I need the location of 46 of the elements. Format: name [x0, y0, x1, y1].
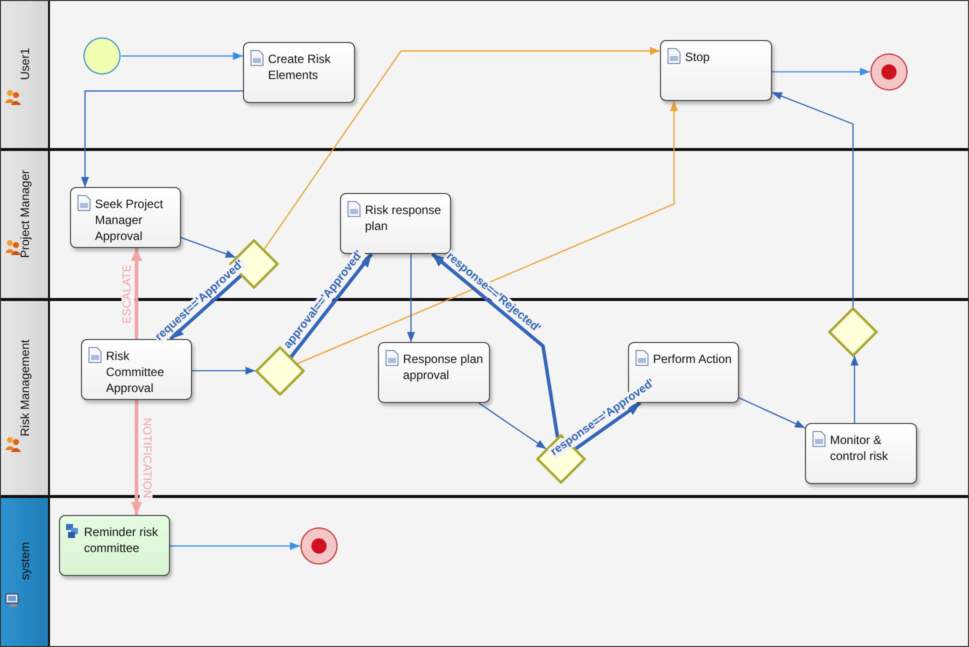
- task-label: Seek Project Manager Approval: [95, 196, 164, 244]
- arrow: [192, 366, 256, 375]
- arrow: [407, 254, 415, 342]
- task-box: [243, 42, 355, 103]
- arrow: [297, 101, 678, 364]
- arrow: [290, 252, 373, 358]
- lane-label: User1: [18, 48, 32, 80]
- end-event-circle: [300, 527, 338, 565]
- arrow: [478, 402, 546, 450]
- arrow: [170, 542, 300, 550]
- task-box: [81, 339, 192, 400]
- edge-label: NOTIFICATION: [139, 416, 152, 499]
- task-label: Risk response plan: [365, 202, 442, 234]
- arrow: [850, 356, 858, 423]
- task-box: [59, 515, 170, 576]
- arrow: [772, 68, 870, 76]
- arrow: [431, 252, 560, 438]
- task-label: Monitor & control risk: [830, 432, 890, 464]
- task-label: Reminder risk committee: [84, 524, 160, 556]
- task-label: Stop: [685, 49, 711, 65]
- task-label: Risk Committee Approval: [106, 348, 166, 396]
- task-box: [70, 187, 181, 248]
- lane-label: Project Manager: [18, 170, 32, 258]
- task-box: [660, 40, 772, 101]
- arrow: [121, 52, 243, 60]
- task-box: [805, 423, 917, 484]
- swimlane: [1, 1, 968, 151]
- task-box: [378, 342, 490, 403]
- lane-label: Risk Management: [18, 339, 32, 436]
- task-label: Create Risk Elements: [268, 51, 332, 83]
- arrow: [169, 274, 242, 340]
- arrow: [81, 90, 243, 187]
- start-event-circle: [83, 37, 121, 75]
- task-label: Response plan approval: [403, 351, 484, 383]
- arrow: [264, 47, 660, 250]
- task-label: Perform Action: [653, 351, 733, 367]
- arrow: [738, 397, 806, 428]
- arrow: [131, 400, 142, 515]
- edge-label: ESCALATE: [121, 262, 134, 324]
- arrow: [772, 92, 854, 307]
- gateway-diamond: [828, 307, 878, 357]
- lane-label: system: [18, 542, 32, 580]
- end-event-circle: [870, 53, 908, 91]
- arrow: [574, 402, 642, 450]
- arrow: [180, 237, 236, 258]
- arrow: [131, 248, 142, 339]
